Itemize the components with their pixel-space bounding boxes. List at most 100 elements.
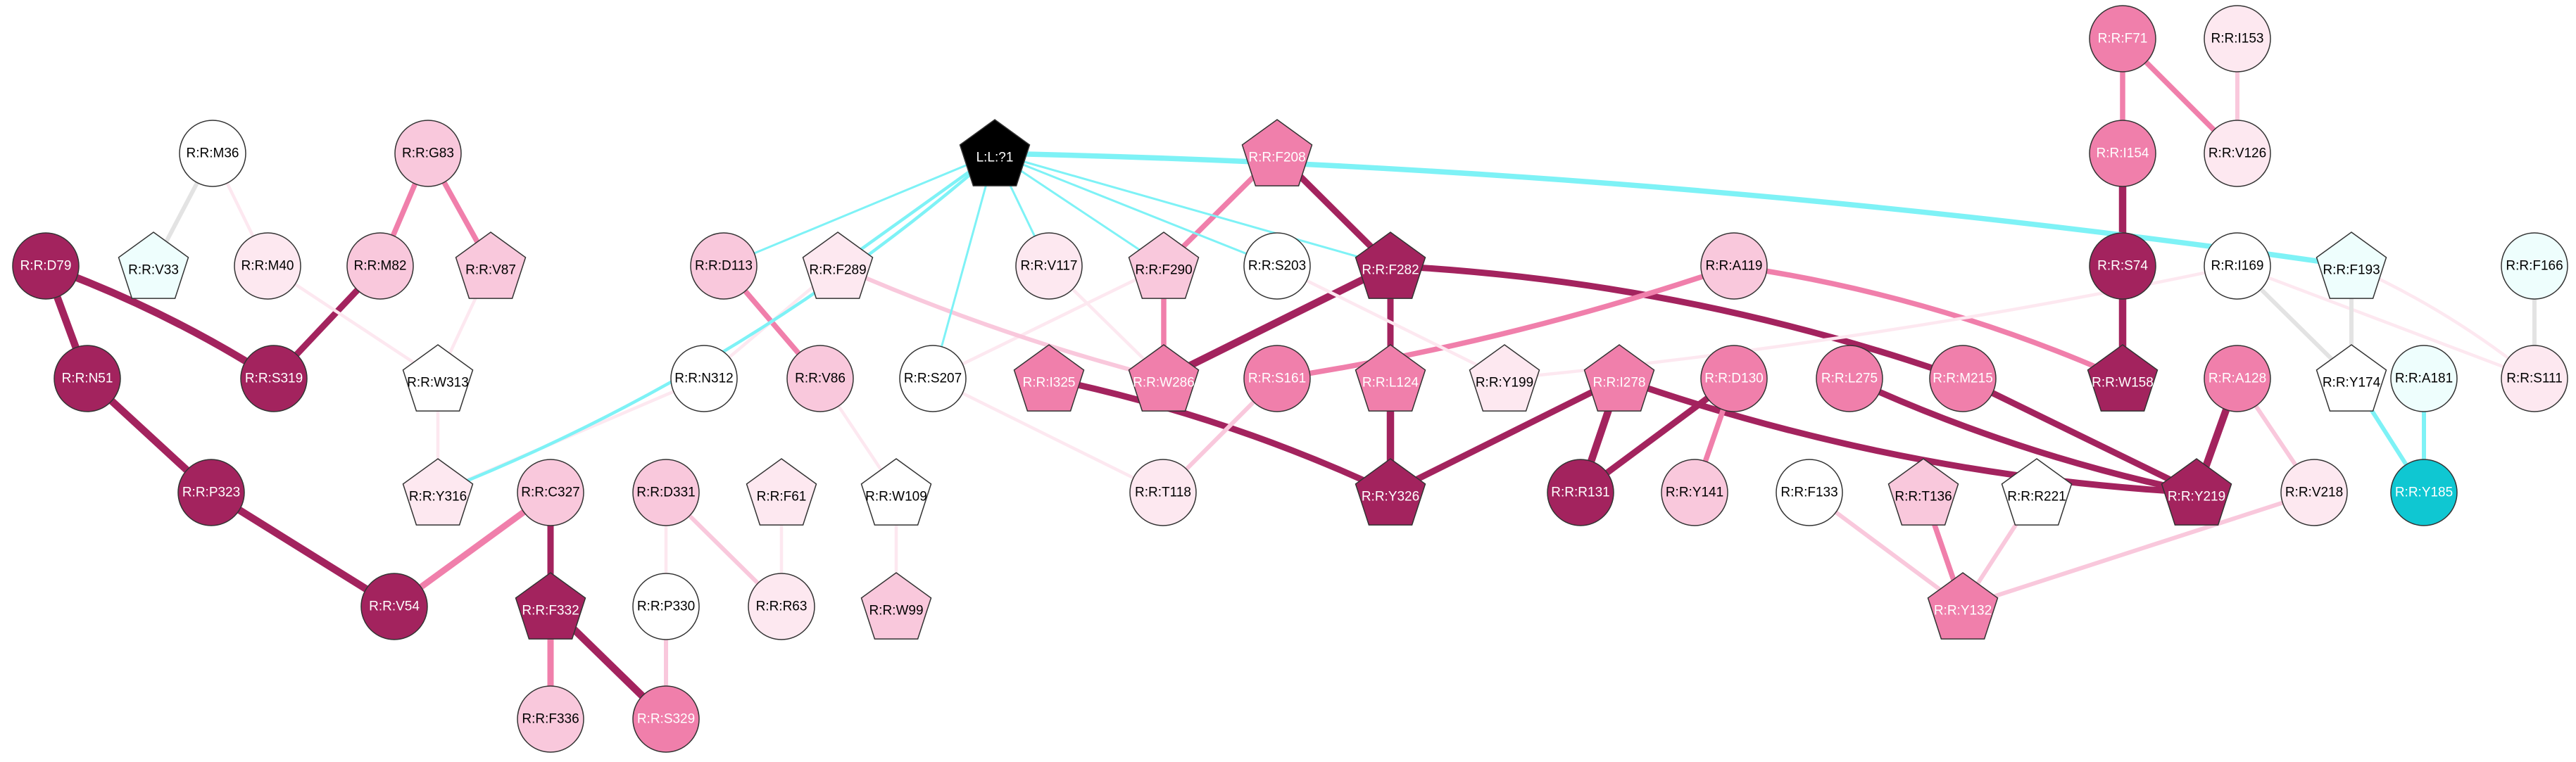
- node-label: R:R:Y316: [409, 490, 467, 504]
- node-pentagon: [1013, 344, 1085, 412]
- node-r-r-d331[interactable]: R:R:D331: [632, 459, 700, 526]
- node-r-r-m36[interactable]: R:R:M36: [179, 120, 246, 187]
- node-r-r-y132[interactable]: R:R:Y132: [1927, 572, 1999, 640]
- node-pentagon: [1355, 344, 1426, 412]
- node-r-r-v86[interactable]: R:R:V86: [786, 345, 854, 412]
- node-label: R:R:G83: [402, 146, 454, 161]
- node-r-r-y219[interactable]: R:R:Y219: [2161, 458, 2232, 526]
- node-r-r-f193[interactable]: R:R:F193: [2316, 231, 2387, 299]
- node-r-r-v218[interactable]: R:R:V218: [2280, 459, 2348, 526]
- node-r-r-y174[interactable]: R:R:Y174: [2316, 344, 2387, 412]
- node-r-r-f282[interactable]: R:R:F282: [1355, 231, 1426, 299]
- node-r-r-v54[interactable]: R:R:V54: [360, 573, 428, 640]
- node-r-r-s74[interactable]: R:R:S74: [2089, 232, 2156, 300]
- node-label: R:R:C327: [521, 485, 579, 500]
- node-r-r-v87[interactable]: R:R:V87: [455, 231, 527, 299]
- node-r-r-d113[interactable]: R:R:D113: [690, 232, 758, 300]
- node-r-r-i169[interactable]: R:R:I169: [2204, 232, 2271, 300]
- node-pentagon: [802, 231, 874, 299]
- node-circle: [748, 573, 815, 640]
- edge-l-l-1-r-r-f193: [992, 151, 2354, 269]
- node-r-r-r221[interactable]: R:R:R221: [2001, 458, 2073, 526]
- node-r-r-p323[interactable]: R:R:P323: [177, 459, 245, 526]
- node-label: R:R:N51: [62, 372, 113, 386]
- node-r-r-l124[interactable]: R:R:L124: [1355, 344, 1426, 412]
- node-r-r-t136[interactable]: R:R:T136: [1887, 458, 1959, 526]
- node-circle: [2501, 232, 2568, 300]
- node-r-r-s329[interactable]: R:R:S329: [632, 685, 700, 753]
- node-r-r-l275[interactable]: R:R:L275: [1816, 345, 1883, 412]
- node-r-r-a128[interactable]: R:R:A128: [2204, 345, 2271, 412]
- node-r-r-f166[interactable]: R:R:F166: [2501, 232, 2568, 300]
- node-label: R:R:S329: [637, 712, 695, 727]
- node-r-r-f332[interactable]: R:R:F332: [515, 572, 586, 640]
- node-circle: [1015, 232, 1083, 300]
- node-r-r-s207[interactable]: R:R:S207: [899, 345, 967, 412]
- node-r-r-a119[interactable]: R:R:A119: [1700, 232, 1768, 300]
- node-pentagon: [402, 344, 474, 412]
- node-r-r-d130[interactable]: R:R:D130: [1700, 345, 1768, 412]
- node-r-r-w109[interactable]: R:R:W109: [860, 458, 932, 526]
- node-r-r-f289[interactable]: R:R:F289: [802, 231, 874, 299]
- node-r-r-g83[interactable]: R:R:G83: [394, 120, 462, 187]
- node-label: R:R:F193: [2323, 263, 2380, 278]
- node-r-r-y199[interactable]: R:R:Y199: [1469, 344, 1540, 412]
- node-r-r-f71[interactable]: R:R:F71: [2089, 5, 2156, 72]
- node-r-r-m40[interactable]: R:R:M40: [234, 232, 301, 300]
- node-label: R:R:V218: [2285, 485, 2343, 500]
- node-r-r-f133[interactable]: R:R:F133: [1776, 459, 1843, 526]
- node-r-r-f61[interactable]: R:R:F61: [746, 458, 817, 526]
- node-r-r-n51[interactable]: R:R:N51: [54, 345, 121, 412]
- node-label: R:R:P323: [182, 485, 240, 500]
- node-r-r-v126[interactable]: R:R:V126: [2204, 120, 2271, 187]
- node-r-r-v33[interactable]: R:R:V33: [118, 231, 189, 299]
- node-circle: [1243, 345, 1311, 412]
- node-r-r-y326[interactable]: R:R:Y326: [1355, 458, 1426, 526]
- node-r-r-i154[interactable]: R:R:I154: [2089, 120, 2156, 187]
- node-r-r-r131[interactable]: R:R:R131: [1547, 459, 1614, 526]
- node-r-r-i153[interactable]: R:R:I153: [2204, 5, 2271, 72]
- node-r-r-r63[interactable]: R:R:R63: [748, 573, 815, 640]
- node-r-r-i278[interactable]: R:R:I278: [1583, 344, 1655, 412]
- node-label: R:R:D331: [636, 485, 695, 500]
- node-circle: [1700, 345, 1768, 412]
- node-label: R:R:F133: [1780, 485, 1837, 500]
- node-r-r-m215[interactable]: R:R:M215: [1929, 345, 1997, 412]
- node-circle: [899, 345, 967, 412]
- node-r-r-f290[interactable]: R:R:F290: [1128, 231, 1200, 299]
- node-r-r-p330[interactable]: R:R:P330: [632, 573, 700, 640]
- node-r-r-v117[interactable]: R:R:V117: [1015, 232, 1083, 300]
- node-r-r-n312[interactable]: R:R:N312: [670, 345, 738, 412]
- node-l-l-1[interactable]: L:L:?1: [959, 119, 1031, 186]
- node-r-r-d79[interactable]: R:R:D79: [12, 232, 80, 300]
- node-r-r-f336[interactable]: R:R:F336: [517, 685, 584, 753]
- node-label: R:R:S74: [2097, 259, 2148, 274]
- node-circle: [632, 685, 700, 753]
- node-r-r-y185[interactable]: R:R:Y185: [2390, 459, 2458, 526]
- edge-l-l-1-r-r-s207: [931, 152, 996, 380]
- node-r-r-s319[interactable]: R:R:S319: [240, 345, 308, 412]
- edge-l-l-1-r-r-s203: [993, 152, 1278, 267]
- node-r-r-y141[interactable]: R:R:Y141: [1661, 459, 1728, 526]
- node-r-r-c327[interactable]: R:R:C327: [517, 459, 584, 526]
- node-r-r-s161[interactable]: R:R:S161: [1243, 345, 1311, 412]
- node-r-r-w286[interactable]: R:R:W286: [1128, 344, 1200, 412]
- node-r-r-s203[interactable]: R:R:S203: [1243, 232, 1311, 300]
- node-r-r-y316[interactable]: R:R:Y316: [402, 458, 474, 526]
- node-r-r-f208[interactable]: R:R:F208: [1241, 119, 1313, 186]
- node-label: R:R:F336: [522, 712, 579, 727]
- node-r-r-a181[interactable]: R:R:A181: [2390, 345, 2458, 412]
- node-r-r-w99[interactable]: R:R:W99: [860, 572, 932, 640]
- edge-r-r-m40-r-r-w313: [265, 264, 440, 381]
- node-r-r-w158[interactable]: R:R:W158: [2087, 344, 2159, 412]
- node-label: R:R:N312: [674, 372, 733, 386]
- node-circle: [690, 232, 758, 300]
- node-r-r-i325[interactable]: R:R:I325: [1013, 344, 1085, 412]
- node-r-r-m82[interactable]: R:R:M82: [346, 232, 414, 300]
- node-label: R:R:F166: [2506, 259, 2563, 274]
- node-r-r-s111[interactable]: R:R:S111: [2501, 345, 2568, 412]
- edge-l-l-1-r-r-f290: [993, 152, 1165, 267]
- node-r-r-w313[interactable]: R:R:W313: [402, 344, 474, 412]
- node-r-r-t118[interactable]: R:R:T118: [1129, 459, 1197, 526]
